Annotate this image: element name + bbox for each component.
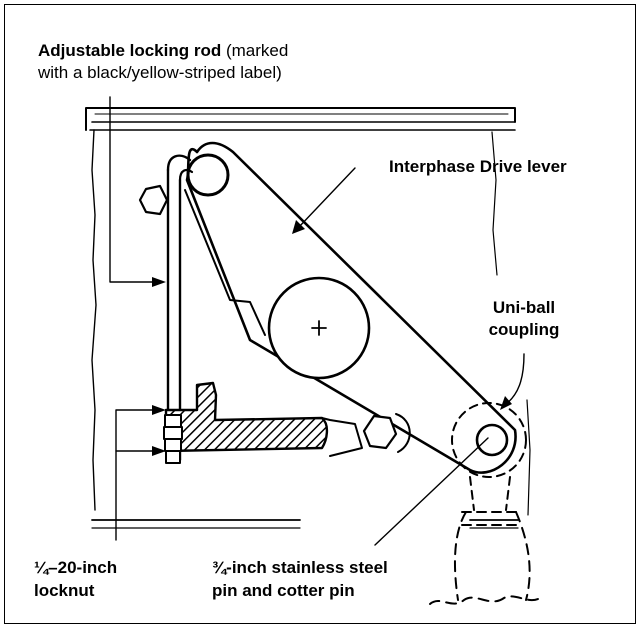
leader-arrowheads bbox=[152, 220, 512, 456]
locking-rod-label: Adjustable locking rod (marked bbox=[38, 40, 288, 61]
locknut-label-line2: locknut bbox=[34, 581, 95, 600]
locking-rod-label-line2: with a black/yellow-striped label) bbox=[38, 63, 282, 82]
pin-label-line1: ¾-inch stainless steel bbox=[212, 558, 388, 577]
locking-rod-label-bold: Adjustable locking rod bbox=[38, 41, 222, 60]
locking-rod-label-rest1: (marked bbox=[225, 41, 289, 60]
locknut-label-line1: ¼–20-inch bbox=[34, 558, 118, 577]
pin-label-line2: pin and cotter pin bbox=[212, 581, 355, 600]
bracket-hatched bbox=[164, 381, 329, 453]
locknut-stack bbox=[163, 414, 183, 464]
uniball-coupling bbox=[451, 402, 527, 478]
drive-lever-label: Interphase Drive lever bbox=[389, 157, 567, 176]
uniball-label-line1: Uni-ball bbox=[492, 298, 556, 317]
hex-nut-lower bbox=[362, 414, 398, 450]
hex-nut-upper bbox=[138, 184, 169, 216]
housing-panel bbox=[85, 107, 531, 529]
leader-lines bbox=[109, 96, 525, 546]
uniball-label-line2: coupling bbox=[488, 320, 560, 339]
